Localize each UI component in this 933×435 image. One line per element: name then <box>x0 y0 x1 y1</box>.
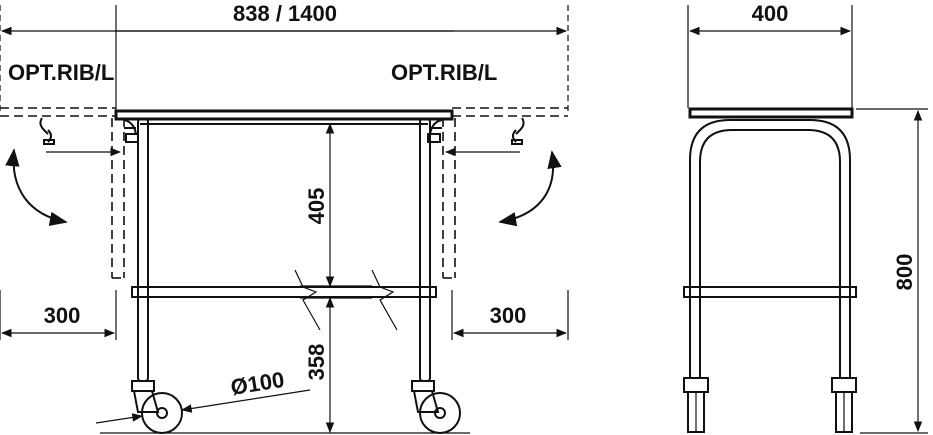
hinge-brackets <box>39 117 525 145</box>
lower-clearance-label: 358 <box>304 344 329 381</box>
front-view: 838 / 1400 OPT.RIB/L OPT.RIB/L <box>0 1 569 434</box>
upper-clearance-label: 405 <box>304 188 329 225</box>
side-view: 400 800 <box>683 1 928 434</box>
side-top-shelf <box>688 107 854 119</box>
top-shelf <box>114 109 454 121</box>
lower-shelf <box>131 286 437 298</box>
height-dimensions: 405 358 <box>100 122 470 434</box>
caster-right <box>411 380 461 434</box>
option-label-right: OPT.RIB/L <box>391 60 497 85</box>
total-height-label: 800 <box>892 254 917 291</box>
flap-right-width-label: 300 <box>490 303 527 328</box>
legs <box>137 118 431 382</box>
width-label: 838 / 1400 <box>233 1 337 26</box>
depth-dimension: 400 <box>687 1 853 108</box>
depth-label: 400 <box>752 1 789 26</box>
dashed-flaps <box>0 107 568 279</box>
break-symbols <box>294 269 398 331</box>
width-dimension: 838 / 1400 <box>0 1 569 112</box>
option-label-left: OPT.RIB/L <box>8 60 114 85</box>
wheel-diameter-dimension: Ø100 <box>95 367 311 424</box>
flap-dimensions: 300 300 <box>0 290 569 340</box>
side-lower-shelf <box>683 286 857 298</box>
caster-left <box>131 380 183 434</box>
fold-arrows <box>5 147 562 227</box>
total-height-dimension: 800 <box>856 108 928 434</box>
side-casters <box>683 377 857 433</box>
flap-left-width-label: 300 <box>44 303 81 328</box>
